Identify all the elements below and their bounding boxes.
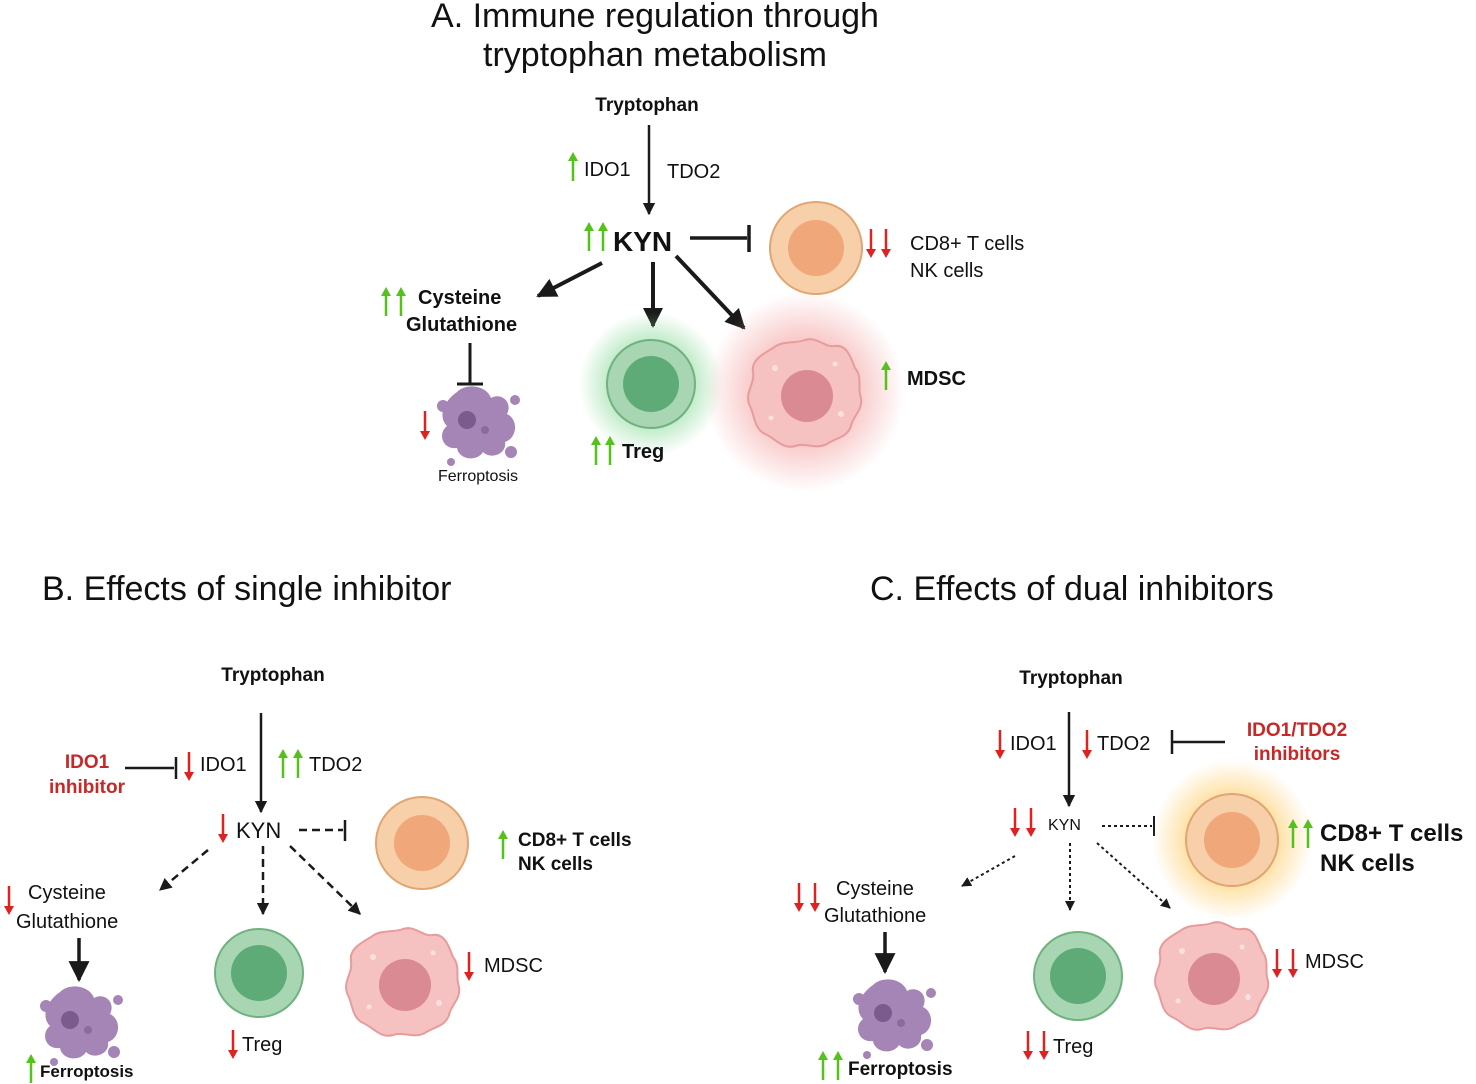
cd8-label: CD8+ T cells	[518, 830, 632, 851]
arrow-down-icon	[1008, 806, 1022, 839]
arrow-down-icon	[1080, 728, 1094, 761]
nk-label: NK cells	[518, 854, 593, 875]
cysteine-label: Cysteine	[28, 882, 106, 904]
treg-cell-icon	[606, 339, 696, 429]
mdsc-label: MDSC	[1305, 951, 1364, 973]
mdsc-cell-icon	[747, 338, 863, 448]
arrow-down-icon	[462, 950, 476, 983]
tdo2-label: TDO2	[1097, 733, 1150, 755]
treg-cell-icon	[1033, 931, 1123, 1021]
arrow-up-icon	[276, 747, 290, 780]
arrow-down-icon	[879, 227, 893, 260]
panel-a-title-line1: A. Immune regulation through	[431, 0, 879, 35]
arrow-down-icon	[993, 728, 1007, 761]
arrow-down-icon	[182, 750, 196, 783]
arrow-down-icon	[1021, 1029, 1035, 1062]
glutathione-label: Glutathione	[824, 905, 926, 927]
arrow-down-icon	[1286, 947, 1300, 980]
arrow-up-icon	[379, 285, 393, 318]
ferroptosis-label: Ferroptosis	[848, 1059, 953, 1080]
tryptophan-label: Tryptophan	[595, 95, 698, 116]
ferroptosis-cell-icon	[40, 986, 123, 1066]
treg-label: Treg	[242, 1034, 282, 1056]
treg-label: Treg	[622, 441, 664, 463]
cd8-label: CD8+ T cells	[1320, 820, 1463, 847]
ido1-inhibitor-label-2: inhibitor	[49, 777, 126, 798]
arrow-up-icon	[24, 1052, 38, 1084]
arrow-down-icon	[226, 1028, 240, 1061]
arrow-down-icon	[808, 881, 822, 914]
kyn-to-cysteine-arrow	[961, 855, 1016, 887]
arrow-down-icon	[1024, 806, 1038, 839]
treg-cell-icon	[214, 928, 304, 1018]
ferroptosis-label: Ferroptosis	[40, 1062, 134, 1081]
panel-c-title: C. Effects of dual inhibitors	[870, 570, 1274, 608]
arrow-up-icon	[589, 434, 603, 467]
cysteine-label: Cysteine	[836, 878, 914, 900]
panel-c: C. Effects of dual inhibitors Tryptophan…	[792, 570, 1463, 1082]
ido1-label: IDO1	[1010, 733, 1057, 755]
kyn-to-mdsc-arrow	[674, 254, 746, 330]
mdsc-label: MDSC	[484, 955, 543, 977]
arrow-up-icon	[291, 747, 305, 780]
arrow-up-icon	[566, 150, 580, 183]
mdsc-cell-icon	[345, 927, 461, 1037]
arrow-up-icon	[496, 828, 510, 861]
ido1-inhibitor-label: IDO1	[65, 752, 110, 773]
ferroptosis-cell-icon	[437, 386, 520, 466]
kyn-to-cysteine-arrow	[536, 261, 603, 298]
arrow-down-icon	[792, 881, 806, 914]
tdo2-label: TDO2	[309, 754, 362, 776]
cd8-label: CD8+ T cells	[910, 233, 1024, 255]
t-cell-icon	[769, 201, 863, 295]
arrow-up-icon	[394, 285, 408, 318]
glutathione-label: Glutathione	[16, 911, 118, 933]
arrow-down-icon	[1037, 1029, 1051, 1062]
arrow-down-icon	[418, 409, 432, 442]
dual-inhibitor-label: IDO1/TDO2	[1247, 720, 1347, 741]
ferroptosis-label: Ferroptosis	[438, 468, 518, 485]
ido1-label: IDO1	[584, 159, 631, 181]
panel-a-title-line2: tryptophan metabolism	[483, 36, 827, 74]
arrow-down-icon	[1270, 947, 1284, 980]
arrow-up-icon	[831, 1049, 845, 1082]
ido1-label: IDO1	[200, 754, 247, 776]
arrow-up-icon	[596, 220, 610, 253]
treg-label: Treg	[1053, 1036, 1093, 1058]
arrow-down-icon	[864, 227, 878, 260]
tryptophan-label: Tryptophan	[221, 665, 324, 686]
nk-label: NK cells	[910, 260, 983, 282]
arrow-up-icon	[582, 220, 596, 253]
cysteine-label: Cysteine	[418, 287, 501, 309]
panel-a: A. Immune regulation through tryptophan …	[379, 0, 1024, 492]
arrow-up-icon	[816, 1049, 830, 1082]
t-cell-icon	[1185, 793, 1279, 887]
kyn-to-mdsc-arrow	[1096, 842, 1171, 909]
nk-label: NK cells	[1320, 850, 1415, 877]
mdsc-label: MDSC	[907, 368, 966, 390]
kyn-label: KYN	[1048, 817, 1081, 834]
ferroptosis-cell-icon	[853, 979, 936, 1059]
tryptophan-label: Tryptophan	[1019, 668, 1122, 689]
kyn-to-mdsc-arrow	[289, 845, 361, 915]
kyn-label: KYN	[613, 226, 672, 257]
mdsc-cell-icon	[1154, 921, 1270, 1031]
panel-b-title: B. Effects of single inhibitor	[42, 570, 451, 608]
arrow-down-icon	[2, 884, 16, 917]
arrow-down-icon	[216, 812, 230, 845]
panel-b: B. Effects of single inhibitor Tryptopha…	[2, 570, 632, 1084]
kyn-to-cysteine-arrow	[159, 849, 209, 891]
t-cell-icon	[375, 796, 469, 890]
glutathione-label: Glutathione	[406, 314, 517, 336]
kyn-label: KYN	[236, 818, 281, 843]
tdo2-label: TDO2	[667, 161, 720, 183]
dual-inhibitor-label-2: inhibitors	[1254, 744, 1341, 765]
